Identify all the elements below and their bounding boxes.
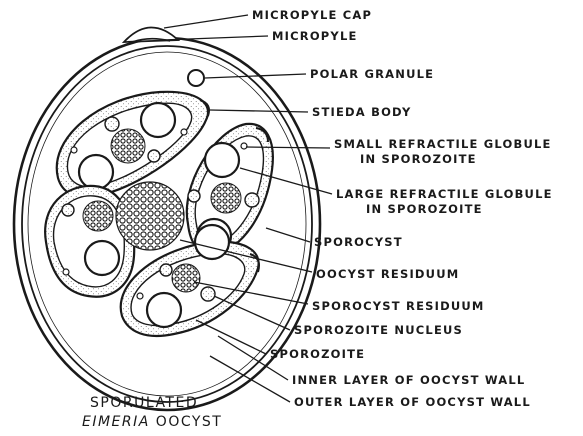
sporozoite-nucleus <box>62 204 74 216</box>
label-inner-layer: INNER LAYER OF OOCYST WALL <box>292 373 525 387</box>
label-small-globule-line1: SMALL REFRACTILE GLOBULE <box>334 137 552 151</box>
label-small-globule-line2: IN SPOROZOITE <box>360 152 477 166</box>
large-refractile-globule <box>205 143 239 177</box>
caption-line1: SPORULATED <box>90 395 198 411</box>
label-outer-layer: OUTER LAYER OF OOCYST WALL <box>294 395 531 409</box>
label-sporozoite: SPOROZOITE <box>270 347 365 361</box>
caption-genus: EIMERIA <box>82 414 150 430</box>
small-refractile-globule <box>71 147 77 153</box>
label-sporozoite-nucleus: SPOROZOITE NUCLEUS <box>294 323 463 337</box>
small-refractile-globule <box>63 269 69 275</box>
sporozoite-nucleus <box>105 117 119 131</box>
sporozoite-nucleus <box>188 190 200 202</box>
caption-rest: OOCYST <box>150 414 223 430</box>
polar-granule <box>188 70 204 86</box>
sporozoite-nucleus <box>148 150 160 162</box>
large-refractile-globule <box>147 293 181 327</box>
caption-line2: EIMERIA OOCYST <box>82 414 222 430</box>
sporocyst-residuum <box>83 201 113 231</box>
label-sporocyst-residuum: SPOROCYST RESIDUUM <box>312 299 485 313</box>
leader-micropyle-cap <box>164 15 248 28</box>
large-refractile-globule <box>141 103 175 137</box>
sporocyst-residuum <box>172 264 200 292</box>
large-refractile-globule <box>79 155 113 189</box>
sporozoite-nucleus <box>245 193 259 207</box>
sporocyst-residuum <box>211 183 241 213</box>
small-refractile-globule <box>181 129 187 135</box>
large-refractile-globule <box>85 241 119 275</box>
label-sporocyst: SPOROCYST <box>314 235 403 249</box>
large-refractile-globule <box>195 225 229 259</box>
label-stieda-body: STIEDA BODY <box>312 105 412 119</box>
sporozoite-nucleus <box>201 287 215 301</box>
label-large-globule-line1: LARGE REFRACTILE GLOBULE <box>336 187 553 201</box>
label-polar-granule: POLAR GRANULE <box>310 67 434 81</box>
oocyst-residuum <box>116 182 184 250</box>
sporozoite-nucleus <box>160 264 172 276</box>
sporocyst-residuum <box>111 129 145 163</box>
label-micropyle: MICROPYLE <box>272 29 358 43</box>
label-large-globule-line2: IN SPOROZOITE <box>366 202 483 216</box>
small-refractile-globule <box>241 143 247 149</box>
label-oocyst-residuum: OOCYST RESIDUUM <box>316 267 459 281</box>
small-refractile-globule <box>137 293 143 299</box>
label-micropyle-cap: MICROPYLE CAP <box>252 8 372 22</box>
